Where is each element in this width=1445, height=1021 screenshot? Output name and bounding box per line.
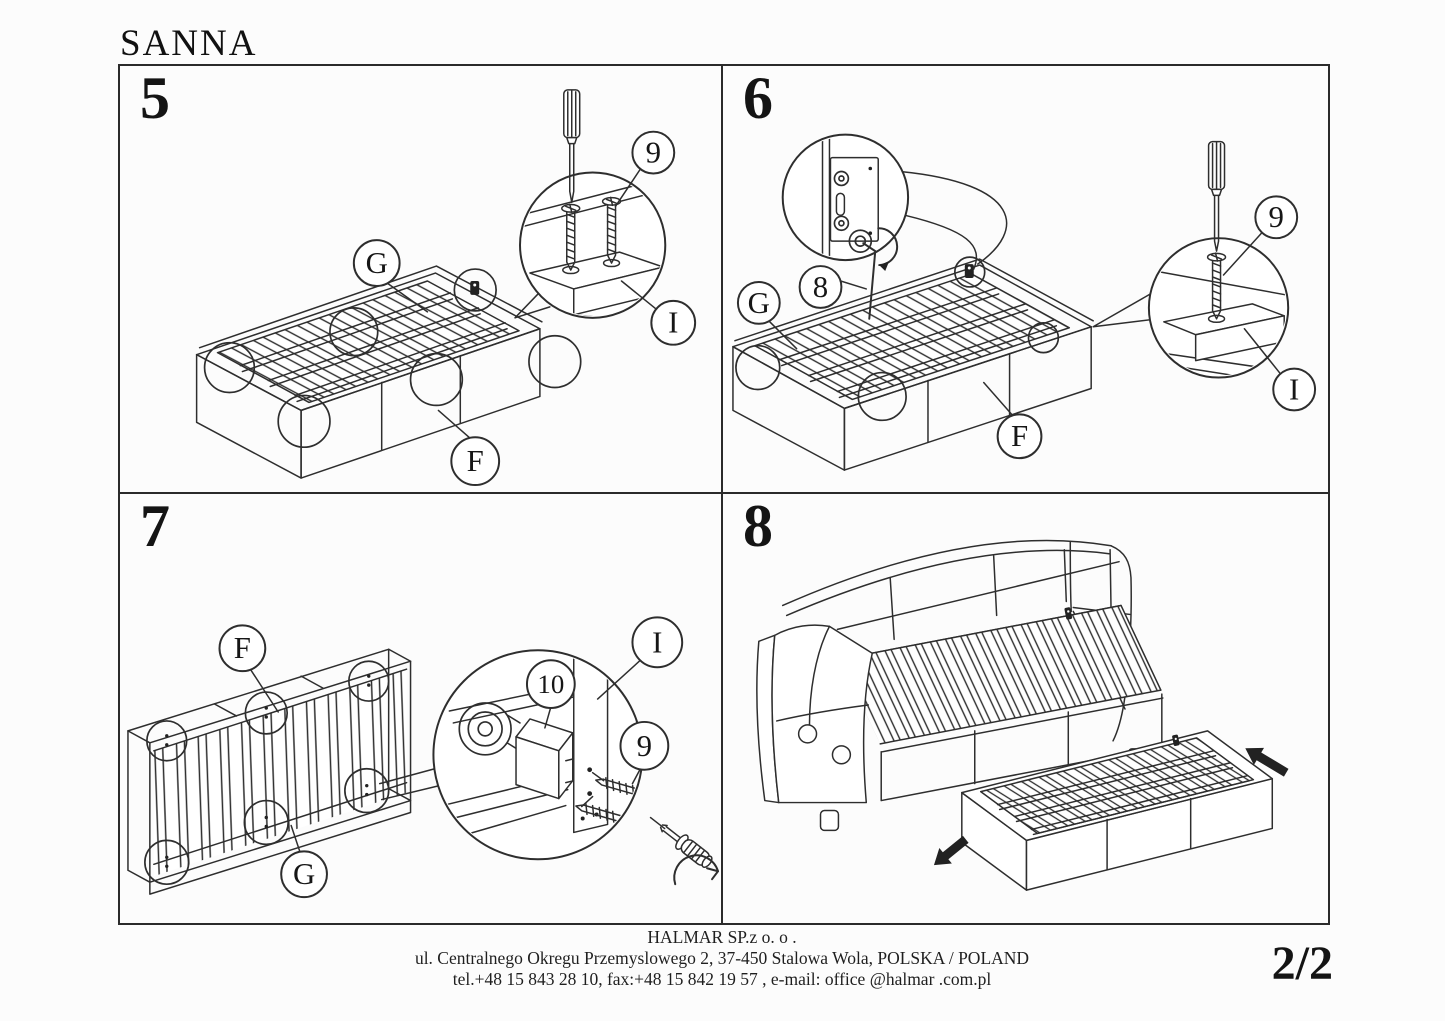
callout-rail: I xyxy=(1243,328,1317,412)
latch-magnifier-bubble xyxy=(781,133,1008,320)
svg-text:I: I xyxy=(1289,372,1299,406)
callout-screw: 9 xyxy=(619,720,670,785)
panel-step-7: 10 I 9 F xyxy=(120,494,721,923)
svg-text:F: F xyxy=(1011,419,1028,453)
daybed-drawing xyxy=(756,539,1164,832)
trundle-frame-drawing xyxy=(732,256,1094,471)
footer-address: ul. Centralnego Okregu Przemyslowego 2, … xyxy=(414,948,1030,968)
step-number: 5 xyxy=(140,66,170,131)
latch-bracket-icon xyxy=(1064,607,1073,620)
callout-latch: 8 xyxy=(798,265,868,309)
callout-slat-frame: G xyxy=(352,239,429,313)
screwdriver-icon xyxy=(649,816,720,886)
step-8-drawing xyxy=(756,539,1289,891)
screwdriver-icon xyxy=(563,89,581,204)
svg-text:G: G xyxy=(293,857,315,891)
svg-text:9: 9 xyxy=(646,136,661,170)
step-number: 8 xyxy=(743,494,773,559)
svg-text:G: G xyxy=(366,246,388,280)
step-6-drawing: 8 G 9 I xyxy=(732,133,1317,471)
svg-text:8: 8 xyxy=(813,270,828,304)
callout-drawer-box: F xyxy=(218,624,279,713)
upright-frame-drawing xyxy=(127,648,441,895)
upholstery-button xyxy=(831,745,852,765)
footer-contact: tel.+48 15 843 28 10, fax:+48 15 842 19 … xyxy=(452,969,992,989)
trundle-drawing xyxy=(961,730,1274,891)
callout-rail: I xyxy=(620,280,697,346)
footer-company: HALMAR SP.z o. o . xyxy=(647,927,797,947)
hex-key-icon xyxy=(862,227,899,320)
trundle-frame-drawing xyxy=(195,265,582,479)
callout-wheel-block: 10 xyxy=(525,659,576,729)
panel-step-8: 8 xyxy=(723,494,1328,923)
assembly-grid: G 9 I F 5 xyxy=(118,64,1330,925)
callout-screw: 9 xyxy=(1222,195,1299,276)
svg-text:9: 9 xyxy=(637,729,652,763)
callout-screw: 9 xyxy=(614,130,676,208)
caster-wheel-icon xyxy=(458,702,521,756)
magnifier-bubble xyxy=(514,171,667,319)
svg-text:F: F xyxy=(467,444,484,478)
upholstery-button xyxy=(797,724,818,744)
footer: HALMAR SP.z o. o . ul. Centralnego Okreg… xyxy=(118,927,1326,990)
callout-slat-frame: G xyxy=(280,824,328,899)
pull-direction-arrow xyxy=(1245,747,1289,777)
svg-text:I: I xyxy=(652,625,662,659)
caster-block-icon xyxy=(515,718,574,800)
latch-bracket-icon xyxy=(964,264,974,279)
svg-text:G: G xyxy=(748,286,770,320)
screwdriver-icon xyxy=(1207,140,1226,252)
bed-foot xyxy=(819,809,840,832)
step-number: 6 xyxy=(743,66,773,131)
grid-vertical-divider xyxy=(721,66,723,923)
svg-text:10: 10 xyxy=(537,669,564,699)
step-5-drawing: G 9 I F xyxy=(195,89,697,487)
callout-slat-frame: G xyxy=(736,280,798,350)
page-title: SANNA xyxy=(120,23,258,64)
left-arm-front xyxy=(771,624,874,804)
svg-text:F: F xyxy=(234,631,251,665)
step-number: 7 xyxy=(140,494,170,559)
grid-horizontal-divider xyxy=(120,492,1328,494)
pull-direction-arrow xyxy=(933,835,969,866)
callout-drawer-box: F xyxy=(982,381,1043,460)
page-indicator: 2/2 xyxy=(1271,937,1333,990)
latch-bracket-icon xyxy=(1172,734,1180,747)
svg-text:I: I xyxy=(668,306,678,340)
screw-magnifier-bubble xyxy=(1092,237,1290,379)
panel-step-5: G 9 I F 5 xyxy=(120,66,721,492)
latch-bracket-icon xyxy=(470,280,480,295)
svg-text:9: 9 xyxy=(1269,200,1284,234)
callout-drawer-box: F xyxy=(437,409,501,487)
callout-rail: I xyxy=(596,616,684,700)
panel-step-6: 8 G 9 I xyxy=(723,66,1328,492)
step-7-drawing: 10 I 9 F xyxy=(127,616,720,899)
